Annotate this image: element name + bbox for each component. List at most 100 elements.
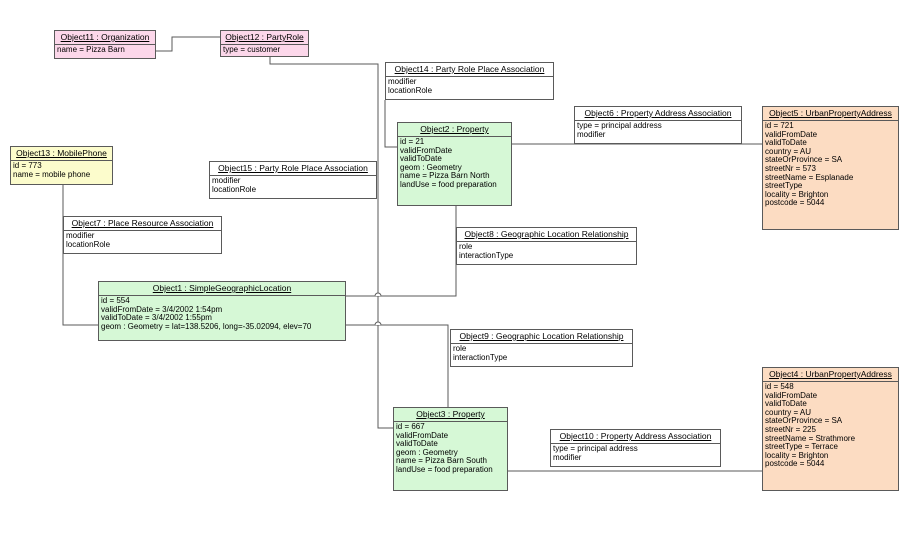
object-attribute: role <box>459 242 473 251</box>
object-attribute: stateOrProvince = SA <box>765 416 843 426</box>
object-attributes: id = 773 name = mobile phone <box>11 161 112 181</box>
object6-property-address-association[interactable]: Object6 : Property Address Association t… <box>574 106 742 144</box>
object-attributes: type = customer <box>221 45 308 56</box>
object10-property-address-association[interactable]: Object10 : Property Address Association … <box>550 429 721 467</box>
object-attribute: id = 554 <box>101 296 130 305</box>
object-attribute: streetType <box>765 181 803 191</box>
object-attributes: id = 21 validFromDate validToDate geom :… <box>398 137 511 192</box>
object-attributes: name = Pizza Barn <box>55 45 155 57</box>
object8-geographic-location-relationship[interactable]: Object8 : Geographic Location Relationsh… <box>456 227 637 265</box>
object1-simple-geographic-location[interactable]: Object1 : SimpleGeographicLocation id = … <box>98 281 346 341</box>
object-title: Object14 : Party Role Place Association <box>386 63 553 77</box>
object-attribute: role <box>453 344 467 353</box>
object-title: Object6 : Property Address Association <box>575 107 741 121</box>
object-title: Object3 : Property <box>394 408 507 422</box>
object14-party-role-place-association[interactable]: Object14 : Party Role Place Association … <box>385 62 554 100</box>
line-hop <box>374 292 382 297</box>
object-title: Object7 : Place Resource Association <box>64 217 221 231</box>
link-partyrole-trunk <box>269 56 393 429</box>
object-attribute: id = 667 <box>396 422 425 431</box>
object-attribute: country = AU <box>765 407 812 417</box>
object-attributes: modifier locationRole <box>210 176 376 196</box>
object-attribute: validToDate <box>765 138 807 148</box>
object-attribute: landUse = food preparation <box>396 464 493 474</box>
object-attribute: geom : Geometry <box>400 162 462 172</box>
object12-partyrole[interactable]: Object12 : PartyRole type = customer <box>220 30 309 57</box>
object-attribute: locationRole <box>388 85 433 95</box>
object11-organization[interactable]: Object11 : Organization name = Pizza Bar… <box>54 30 156 59</box>
object-attribute: modifier <box>553 452 582 462</box>
object-attribute: validFromDate = 3/4/2002 1:54pm <box>101 304 223 314</box>
link-mobilephone-location <box>62 185 98 326</box>
object-attribute: streetNr = 225 <box>765 424 816 434</box>
object-title: Object1 : SimpleGeographicLocation <box>99 282 345 296</box>
object-attribute: validFromDate <box>765 129 818 139</box>
object-attribute: postcode = 5044 <box>765 459 825 469</box>
object-attribute: postcode = 5044 <box>765 198 825 208</box>
object-attribute: locationRole <box>212 184 257 194</box>
link-location-property3 <box>345 324 449 407</box>
object-attribute: interactionType <box>453 352 508 362</box>
object-attribute: locality = Brighton <box>765 189 829 199</box>
object-attributes: id = 554 validFromDate = 3/4/2002 1:54pm… <box>99 296 345 333</box>
object-attribute: type = principal address <box>577 121 662 130</box>
object-attribute: name = Pizza Barn <box>57 45 125 54</box>
object-title: Object5 : UrbanPropertyAddress <box>763 107 898 121</box>
object15-party-role-place-association[interactable]: Object15 : Party Role Place Association … <box>209 161 377 199</box>
object-attribute: interactionType <box>459 250 514 260</box>
object-attribute: validToDate = 3/4/2002 1:55pm <box>101 313 212 323</box>
object2-property[interactable]: Object2 : Property id = 21 validFromDate… <box>397 122 512 206</box>
object-attribute: modifier <box>577 129 606 139</box>
object-attribute: id = 721 <box>765 121 794 130</box>
object-title: Object10 : Property Address Association <box>551 430 720 444</box>
object-attribute: validToDate <box>400 154 442 164</box>
object-title: Object9 : Geographic Location Relationsh… <box>451 330 632 344</box>
object9-geographic-location-relationship[interactable]: Object9 : Geographic Location Relationsh… <box>450 329 633 367</box>
link-location-property2 <box>345 205 457 297</box>
object-attribute: type = customer <box>223 45 281 54</box>
object-attribute: type = principal address <box>553 444 638 453</box>
object-attribute: streetNr = 573 <box>765 163 816 173</box>
object-attribute: stateOrProvince = SA <box>765 155 843 165</box>
object-title: Object15 : Party Role Place Association <box>210 162 376 176</box>
object-attributes: id = 721 validFromDate validToDate count… <box>763 121 898 210</box>
object13-mobile-phone[interactable]: Object13 : MobilePhone id = 773 name = m… <box>10 146 113 185</box>
object-attribute: modifier <box>388 77 417 86</box>
object-title: Object4 : UrbanPropertyAddress <box>763 368 898 382</box>
object-attribute: streetType = Terrace <box>765 442 838 452</box>
object-attributes: id = 548 validFromDate validToDate count… <box>763 382 898 471</box>
object5-urban-property-address[interactable]: Object5 : UrbanPropertyAddress id = 721 … <box>762 106 899 230</box>
object-attribute: streetName = Esplanade <box>765 172 854 182</box>
object-attribute: name = Pizza Barn North <box>400 171 490 181</box>
object-attributes: modifier locationRole <box>386 77 553 97</box>
object-attribute: validFromDate <box>400 145 453 155</box>
object-attribute: name = mobile phone <box>13 169 91 179</box>
object-title: Object2 : Property <box>398 123 511 137</box>
object-attributes: id = 667 validFromDate validToDate geom … <box>394 422 507 477</box>
object-attribute: landUse = food preparation <box>400 179 497 189</box>
link-organization-partyrole <box>155 36 220 52</box>
object4-urban-property-address[interactable]: Object4 : UrbanPropertyAddress id = 548 … <box>762 367 899 491</box>
object-attribute: geom : Geometry <box>396 447 458 457</box>
object-attribute: validToDate <box>765 399 807 409</box>
object-attribute: locality = Brighton <box>765 450 829 460</box>
object3-property[interactable]: Object3 : Property id = 667 validFromDat… <box>393 407 508 491</box>
object-attribute: geom : Geometry = lat=138.5206, long=-35… <box>101 321 312 331</box>
object-attribute: modifier <box>66 231 95 240</box>
object-title: Object8 : Geographic Location Relationsh… <box>457 228 636 242</box>
object-attribute: validFromDate <box>765 390 818 400</box>
object-attribute: name = Pizza Barn South <box>396 456 487 466</box>
object-attributes: type = principal address modifier <box>551 444 720 464</box>
object-attribute: id = 21 <box>400 137 425 146</box>
object-title: Object13 : MobilePhone <box>11 147 112 161</box>
object-attribute: validFromDate <box>396 430 449 440</box>
link-object14-property2 <box>384 100 397 148</box>
object-attribute: locationRole <box>66 239 111 249</box>
line-hop <box>374 321 382 326</box>
object-attributes: role interactionType <box>457 242 636 262</box>
object7-place-resource-association[interactable]: Object7 : Place Resource Association mod… <box>63 216 222 254</box>
object-attribute: streetName = Strathmore <box>765 433 856 443</box>
object-attributes: modifier locationRole <box>64 231 221 251</box>
